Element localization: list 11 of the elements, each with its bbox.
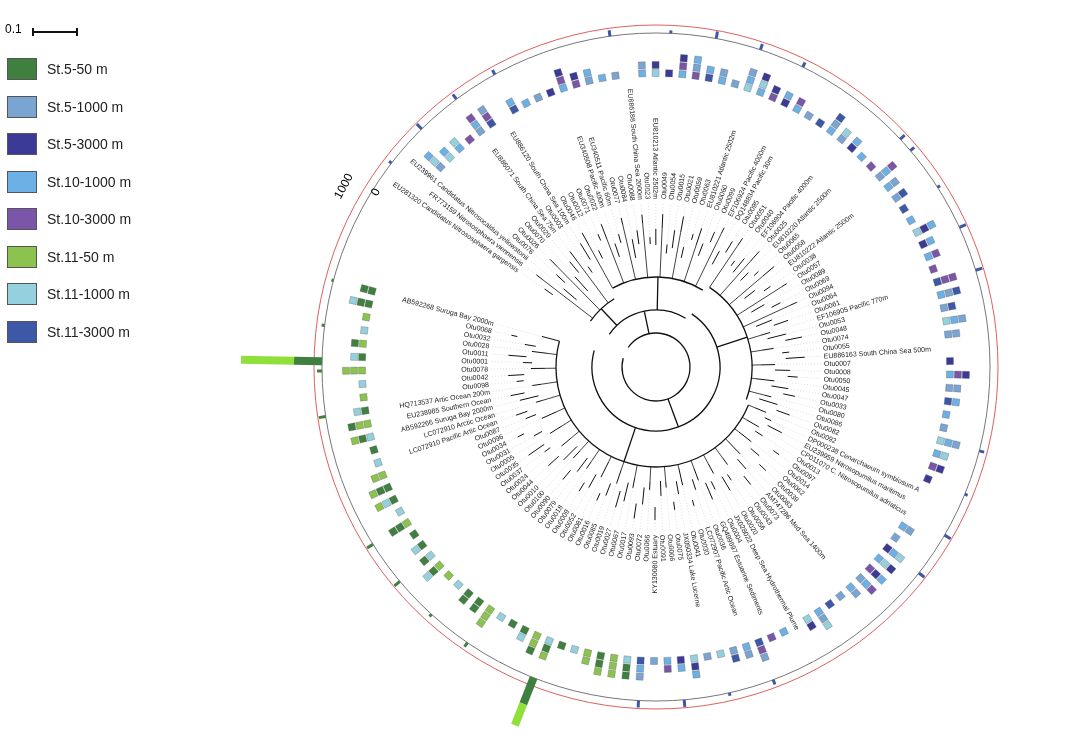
axis-label: 1000 bbox=[331, 171, 355, 201]
legend-label: St.5-1000 m bbox=[47, 99, 124, 114]
legend-label: St.10-3000 m bbox=[47, 212, 132, 226]
legend-label: St.11-1000 m bbox=[47, 287, 130, 301]
legend-label: St.5-50 m bbox=[47, 62, 108, 76]
scale-label: 0.1 bbox=[5, 23, 22, 35]
legend-label: St.11-3000 m bbox=[47, 324, 130, 339]
legend-label: St.10-1000 m bbox=[47, 174, 132, 189]
legend-label: St.5-3000 m bbox=[47, 137, 124, 151]
legend-label: St.11-50 m bbox=[47, 249, 115, 264]
axis-label: 0 bbox=[368, 186, 383, 198]
